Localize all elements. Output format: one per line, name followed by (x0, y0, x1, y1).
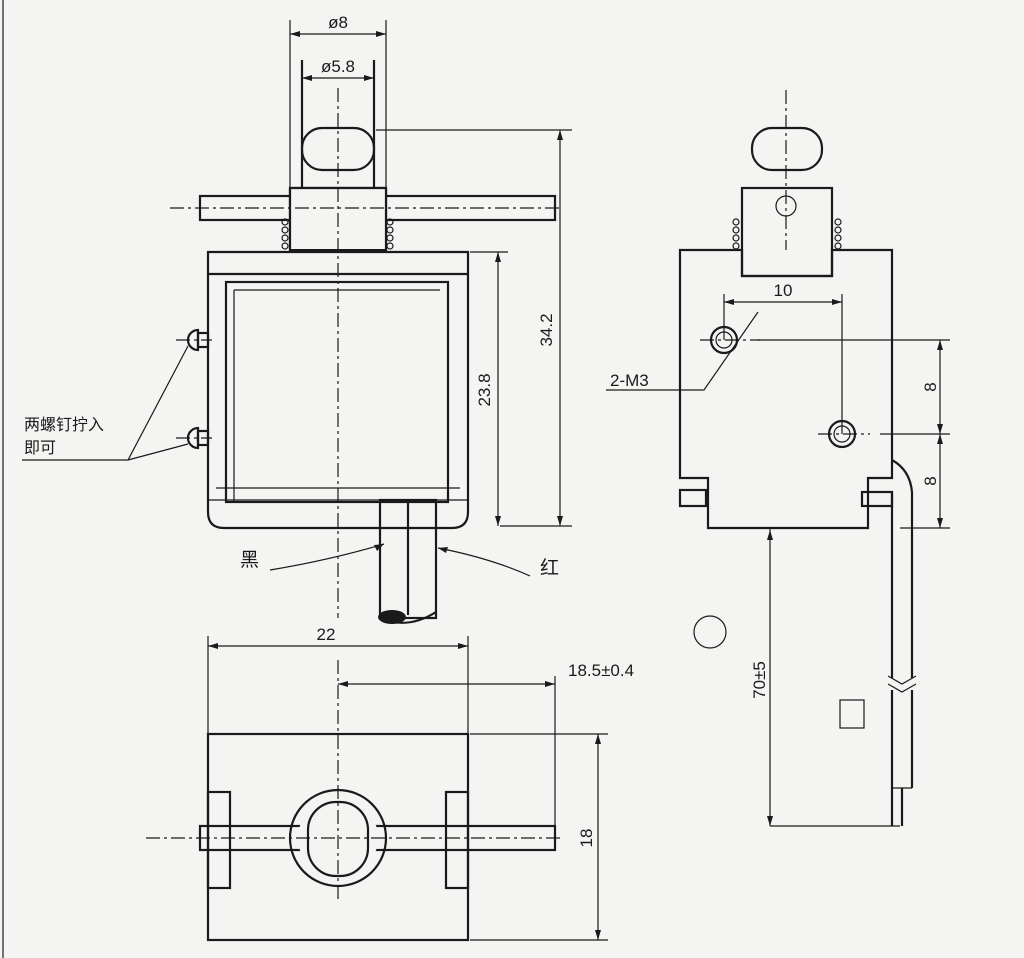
screw-note-line2: 即可 (24, 438, 56, 457)
dim-body-height: 23.8 (475, 373, 494, 406)
scan-mark-square (839, 699, 865, 729)
side-lead-bend (891, 459, 914, 493)
screw-note-line1: 两螺钉拧入 (24, 415, 104, 434)
dim-overall-height: 34.2 (537, 313, 556, 346)
side-body (678, 248, 894, 530)
spring-right (386, 218, 394, 250)
dim-lead-length: 70±5 (750, 661, 769, 699)
solenoid-frame (206, 250, 470, 530)
side-spring-left (732, 218, 740, 250)
dim-offset: 18.5±0.4 (568, 661, 634, 680)
dim-hole-spacing: 10 (774, 281, 793, 300)
scan-mark-circle (693, 615, 727, 649)
coil-bobbin (224, 280, 450, 504)
dim-d-inner: ø5.8 (321, 57, 355, 76)
dim-vertical-a: 8 (921, 382, 940, 391)
side-collar (740, 186, 834, 278)
dim-d-outer: ø8 (328, 13, 348, 32)
wire-black-label: 黑 (240, 549, 259, 571)
side-spring-right (834, 218, 842, 250)
front-view: ø8 ø5.8 34.2 23.8 两螺钉拧入 即可 黑 红 (22, 13, 572, 624)
dim-depth: 18 (577, 829, 596, 848)
side-plunger-tip (750, 126, 824, 172)
side-view: 10 2-M3 8 8 70±5 (606, 90, 950, 827)
dim-width: 22 (317, 625, 336, 644)
top-view: 22 18.5±0.4 18 (146, 625, 634, 942)
thread-label: 2-M3 (610, 371, 649, 390)
dim-vertical-b: 8 (921, 476, 940, 485)
spring-left (281, 218, 289, 250)
top-plunger (306, 800, 370, 878)
wire-red-label: 红 (540, 557, 559, 579)
